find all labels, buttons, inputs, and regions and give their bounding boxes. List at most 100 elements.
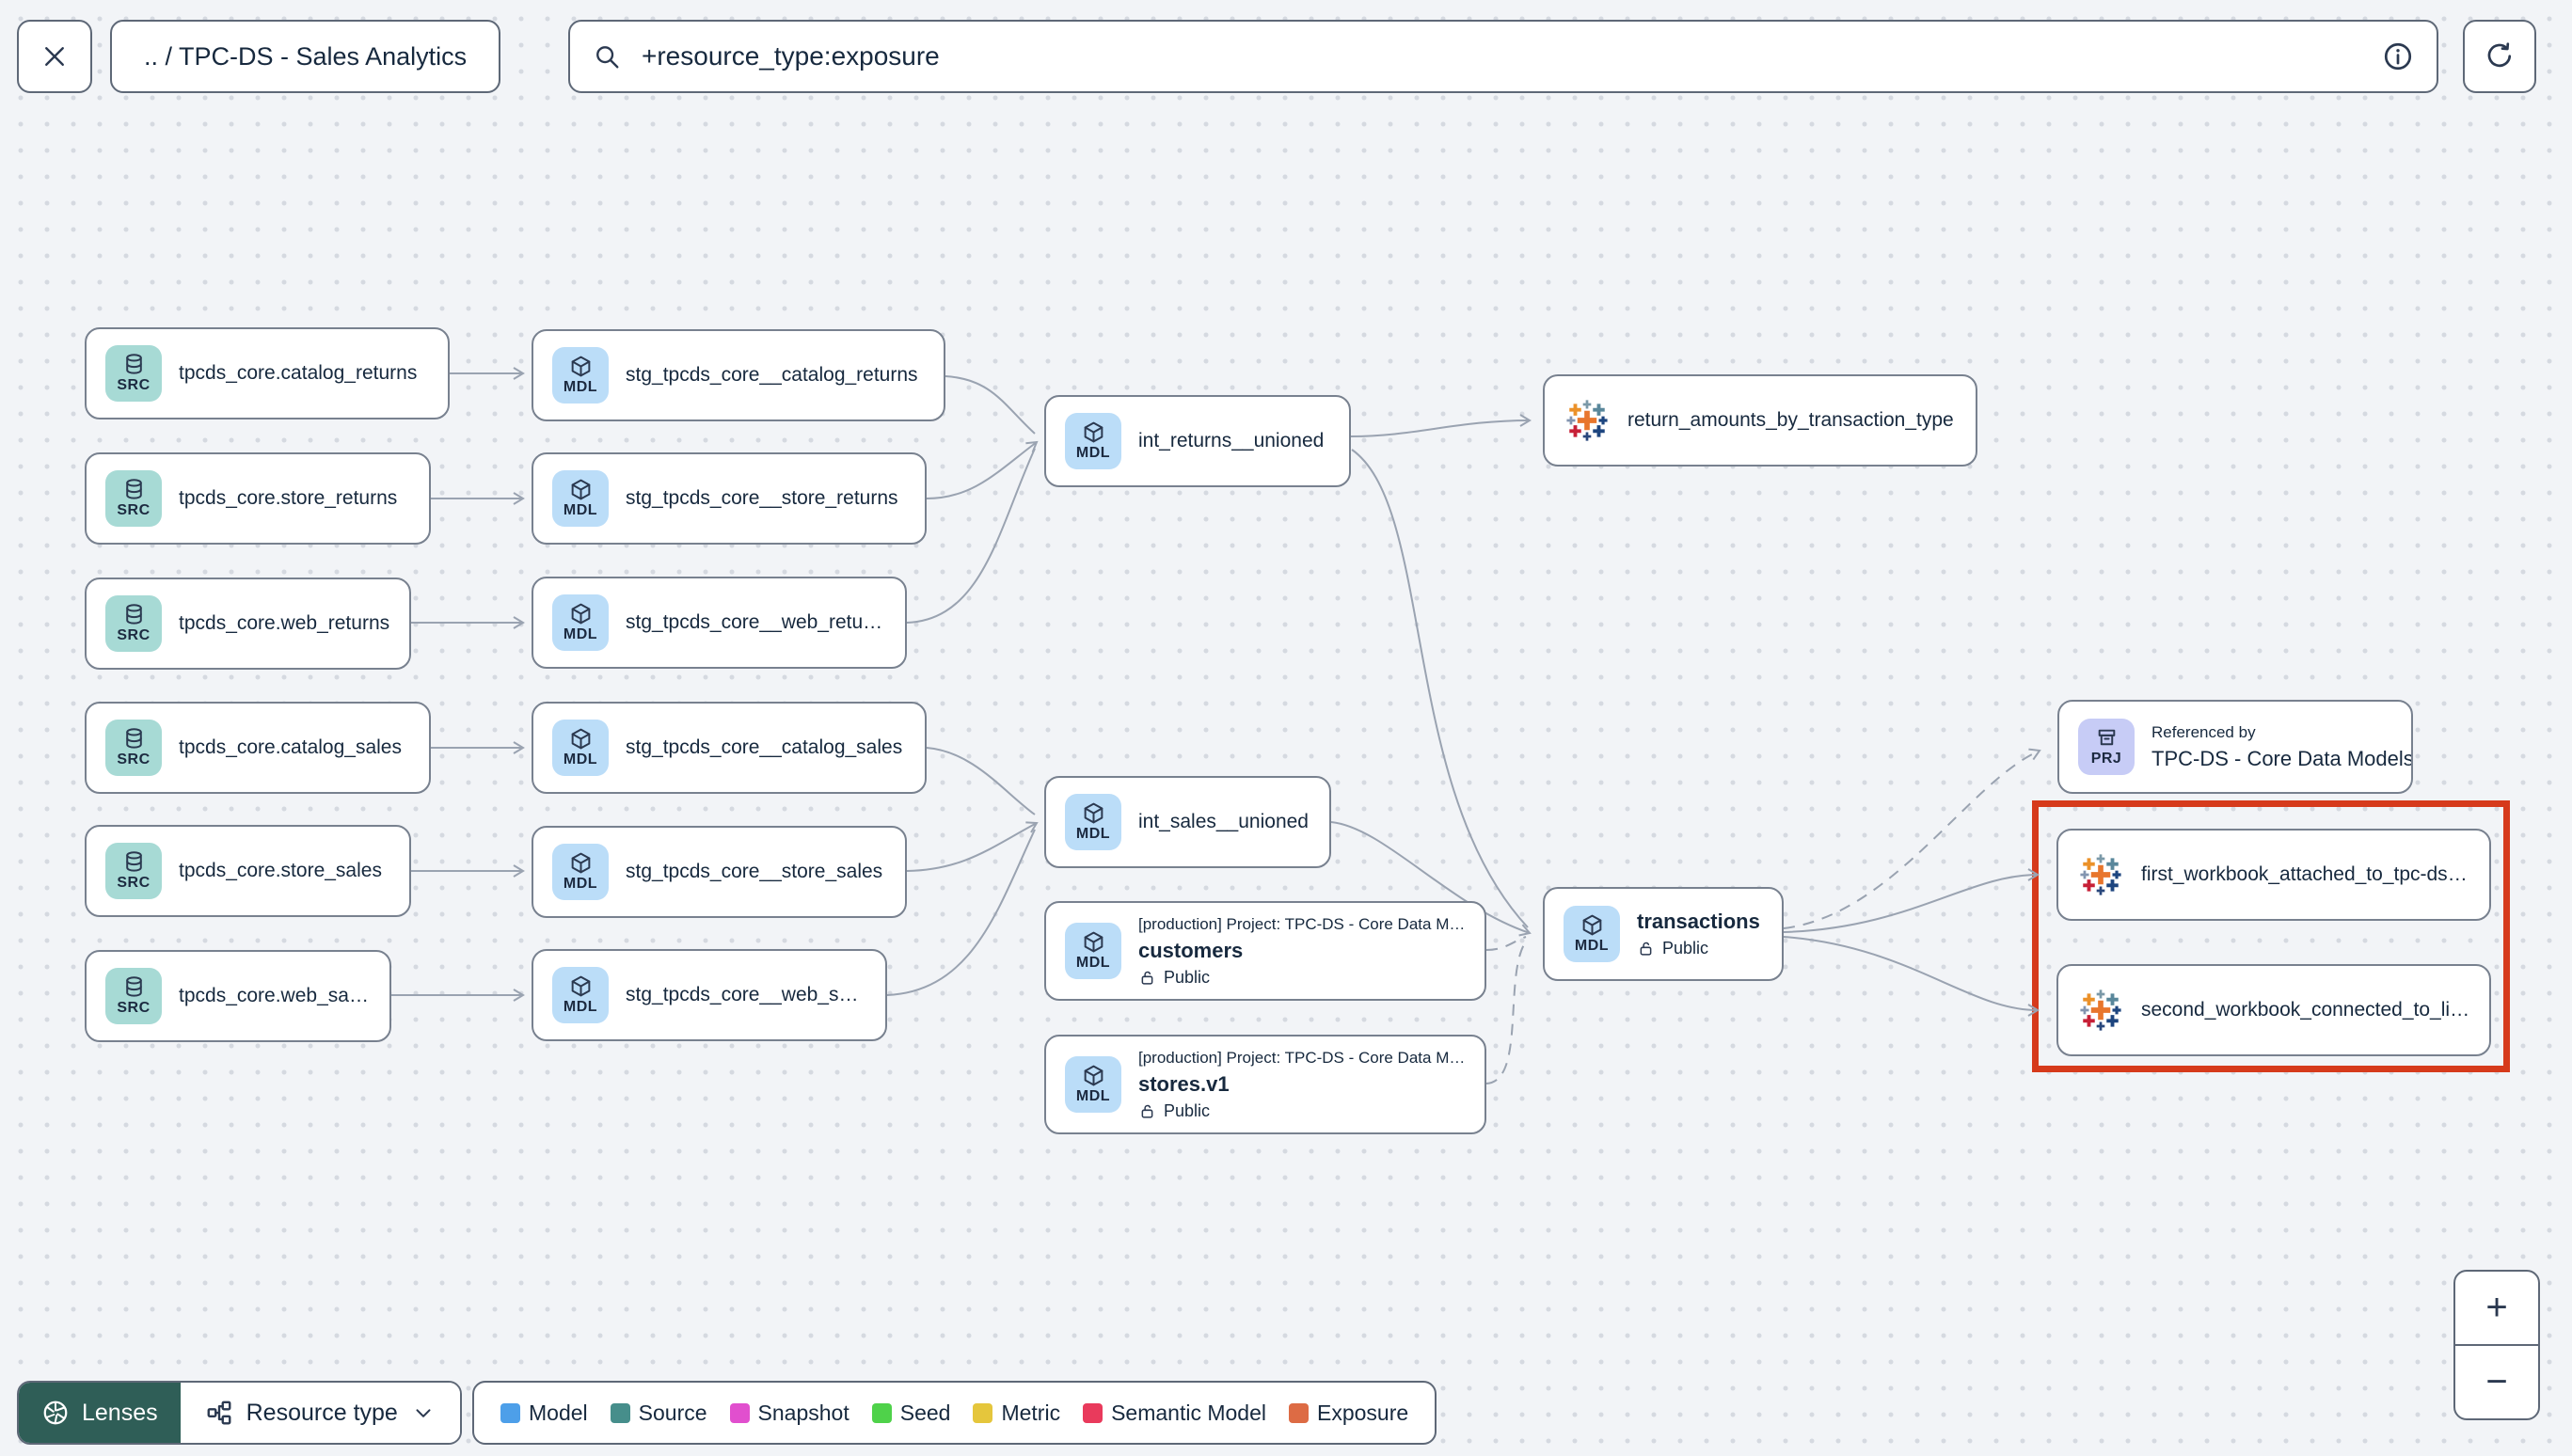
- model-badge: MDL: [552, 470, 609, 527]
- cube-icon: [1082, 1064, 1105, 1087]
- legend-item-source: Source: [610, 1401, 707, 1426]
- node-project-referenced-by[interactable]: PRJ Referenced by TPC-DS - Core Data Mod…: [2057, 700, 2413, 794]
- cube-icon: [569, 602, 593, 625]
- zoom-out-button[interactable]: −: [2455, 1344, 2538, 1418]
- legend-item-snapshot: Snapshot: [729, 1401, 849, 1426]
- model-title: transactions: [1637, 910, 1760, 933]
- node-source-store-sales[interactable]: SRC tpcds_core.store_sales: [85, 825, 411, 917]
- cube-icon: [1082, 801, 1105, 825]
- model-title: customers: [1138, 938, 1244, 962]
- project-title: TPC-DS - Core Data Models: [2151, 746, 2413, 770]
- visibility-row: Public: [1637, 939, 1760, 958]
- database-icon: [122, 353, 146, 376]
- model-badge: MDL: [1065, 794, 1121, 850]
- node-exposure-first-workbook[interactable]: first_workbook_attached_to_tpc-ds_-_…: [2056, 829, 2491, 921]
- zoom-in-button[interactable]: +: [2485, 1287, 2508, 1328]
- legend-bar: Model Source Snapshot Seed Metric Semant…: [472, 1381, 1437, 1445]
- legend-swatch: [610, 1402, 630, 1423]
- cube-icon: [569, 851, 593, 875]
- cube-icon: [569, 727, 593, 751]
- lock-open-icon: [1138, 969, 1156, 987]
- search-bar[interactable]: [568, 20, 2438, 93]
- legend-swatch: [729, 1402, 750, 1423]
- tableau-icon: [1564, 397, 1611, 444]
- cube-icon: [1580, 913, 1604, 937]
- node-model-stg-catalog-returns[interactable]: MDL stg_tpcds_core__catalog_returns: [532, 329, 945, 421]
- source-badge: SRC: [105, 843, 162, 899]
- node-exposure-return-amounts[interactable]: return_amounts_by_transaction_type: [1543, 374, 1977, 467]
- cube-icon: [569, 974, 593, 998]
- node-exposure-second-workbook[interactable]: second_workbook_connected_to_live…: [2056, 964, 2491, 1056]
- model-badge: MDL: [1065, 923, 1121, 979]
- legend-swatch: [871, 1402, 892, 1423]
- close-icon: [40, 42, 69, 71]
- refresh-button[interactable]: [2463, 20, 2536, 93]
- model-badge: MDL: [552, 844, 609, 900]
- aperture-icon: [41, 1399, 70, 1427]
- chevron-down-icon: [411, 1401, 436, 1425]
- node-source-web-sales[interactable]: SRC tpcds_core.web_sales: [85, 950, 391, 1042]
- model-badge: MDL: [1564, 906, 1620, 962]
- cube-icon: [569, 478, 593, 501]
- database-icon: [122, 603, 146, 626]
- database-icon: [122, 478, 146, 501]
- node-model-stg-web-returns[interactable]: MDL stg_tpcds_core__web_returns: [532, 577, 907, 669]
- node-model-stg-catalog-sales[interactable]: MDL stg_tpcds_core__catalog_sales: [532, 702, 927, 794]
- model-badge: MDL: [552, 720, 609, 776]
- database-icon: [122, 727, 146, 751]
- breadcrumb-label: .. / TPC-DS - Sales Analytics: [144, 41, 468, 71]
- source-badge: SRC: [105, 470, 162, 527]
- lens-controls: Lenses Resource type: [17, 1381, 462, 1445]
- breadcrumb[interactable]: .. / TPC-DS - Sales Analytics: [110, 20, 501, 93]
- model-badge: MDL: [552, 594, 609, 651]
- lenses-button[interactable]: Lenses: [19, 1383, 181, 1443]
- search-input[interactable]: [640, 40, 2363, 72]
- project-badge: PRJ: [2078, 719, 2135, 775]
- source-badge: SRC: [105, 968, 162, 1024]
- node-source-store-returns[interactable]: SRC tpcds_core.store_returns: [85, 452, 431, 545]
- project-line: [production] Project: TPC-DS - Core Data…: [1138, 1048, 1466, 1067]
- node-model-customers[interactable]: MDL [production] Project: TPC-DS - Core …: [1044, 901, 1486, 1001]
- source-badge: SRC: [105, 595, 162, 652]
- node-source-catalog-sales[interactable]: SRC tpcds_core.catalog_sales: [85, 702, 431, 794]
- model-badge: MDL: [1065, 413, 1121, 469]
- legend-item-semantic-model: Semantic Model: [1083, 1401, 1266, 1426]
- database-icon: [122, 850, 146, 874]
- node-model-stg-store-sales[interactable]: MDL stg_tpcds_core__store_sales: [532, 826, 907, 918]
- zoom-controls: + −: [2453, 1270, 2540, 1420]
- visibility-row: Public: [1138, 968, 1466, 988]
- node-source-web-returns[interactable]: SRC tpcds_core.web_returns: [85, 578, 411, 670]
- database-icon: [122, 975, 146, 999]
- node-model-stg-web-sales[interactable]: MDL stg_tpcds_core__web_sales: [532, 949, 887, 1041]
- source-badge: SRC: [105, 720, 162, 776]
- close-button[interactable]: [17, 20, 92, 93]
- model-title: stores.v1: [1138, 1071, 1230, 1096]
- model-badge: MDL: [1065, 1056, 1121, 1113]
- cube-icon: [569, 355, 593, 378]
- tableau-icon: [2077, 851, 2124, 898]
- visibility-row: Public: [1138, 1101, 1466, 1121]
- project-line: [production] Project: TPC-DS - Core Data…: [1138, 914, 1466, 933]
- node-model-transactions[interactable]: MDL transactions Public: [1543, 887, 1784, 981]
- legend-item-seed: Seed: [871, 1401, 950, 1426]
- node-model-int-returns-unioned[interactable]: MDL int_returns__unioned: [1044, 395, 1351, 487]
- cube-icon: [1082, 420, 1105, 444]
- cube-icon: [1082, 930, 1105, 954]
- legend-item-exposure: Exposure: [1289, 1401, 1408, 1426]
- model-badge: MDL: [552, 347, 609, 404]
- node-source-catalog-returns[interactable]: SRC tpcds_core.catalog_returns: [85, 327, 450, 419]
- archive-box-icon: [2095, 726, 2119, 750]
- tableau-icon: [2077, 987, 2124, 1034]
- info-icon[interactable]: [2382, 40, 2414, 72]
- node-model-stg-store-returns[interactable]: MDL stg_tpcds_core__store_returns: [532, 452, 927, 545]
- source-badge: SRC: [105, 345, 162, 402]
- resource-type-icon: [205, 1399, 233, 1427]
- legend-swatch: [500, 1402, 520, 1423]
- node-model-stores-v1[interactable]: MDL [production] Project: TPC-DS - Core …: [1044, 1035, 1486, 1134]
- node-model-int-sales-unioned[interactable]: MDL int_sales__unioned: [1044, 776, 1331, 868]
- lock-open-icon: [1138, 1102, 1156, 1120]
- legend-item-model: Model: [500, 1401, 588, 1426]
- refresh-icon: [2484, 40, 2516, 72]
- resource-type-dropdown[interactable]: Resource type: [180, 1383, 460, 1443]
